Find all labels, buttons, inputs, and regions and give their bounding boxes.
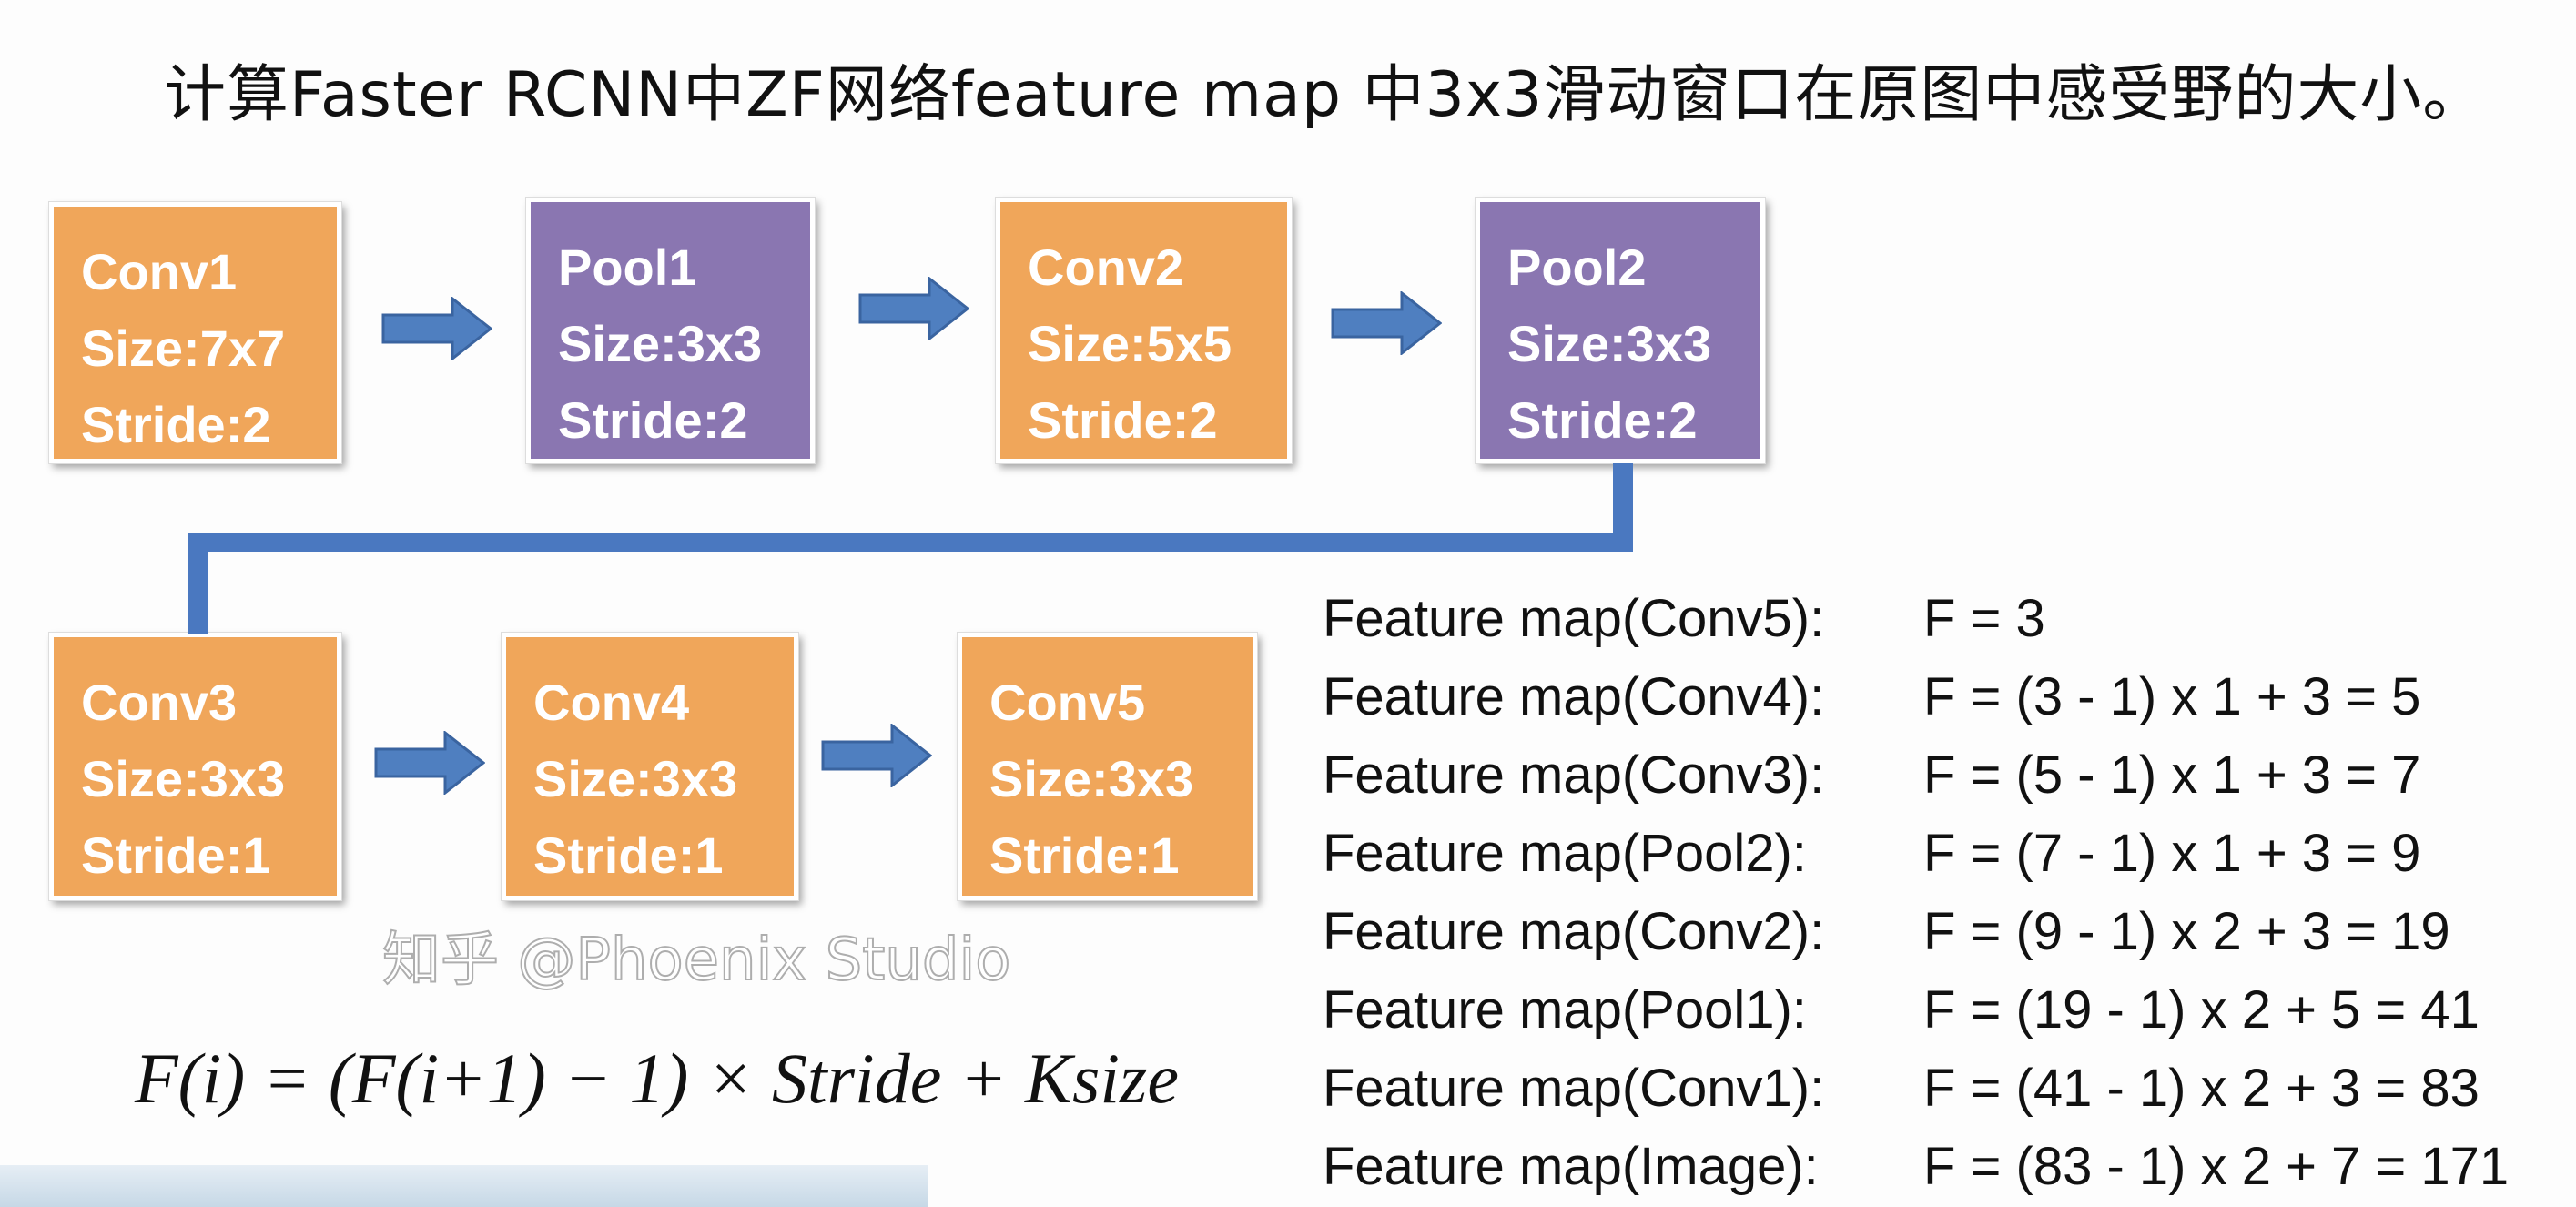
calc-label: Feature map(Pool1): (1323, 980, 1807, 1040)
calc-label: Feature map(Conv4): (1323, 667, 1825, 726)
layer-size: Size:3x3 (558, 315, 763, 372)
layer-stride: Stride:1 (533, 827, 724, 884)
arrow-right-icon (821, 724, 932, 787)
layer-size: Size:3x3 (989, 750, 1194, 807)
calc-label: Feature map(Conv5): (1323, 589, 1825, 648)
calculation-row: Feature map(Image): F = (83 - 1) x 2 + 7 … (1323, 1135, 2509, 1199)
layer-name: Conv5 (989, 674, 1146, 731)
page-title: 计算Faster RCNN中ZF网络feature map 中3x3滑动窗口在原… (164, 59, 2486, 131)
calc-expression: F = (83 - 1) x 2 + 7 = 171 (1923, 1137, 2510, 1196)
receptive-field-formula: F(i) = (F(i+1) − 1) × Stride + Ksize (135, 1039, 1179, 1118)
layer-stride: Stride:2 (81, 396, 271, 453)
slide-footer-decoration (0, 1165, 928, 1207)
calc-label: Feature map(Conv1): (1323, 1059, 1825, 1118)
layer-size: Size:3x3 (81, 750, 286, 807)
calc-label: Feature map(Image): (1323, 1137, 1819, 1196)
layer-name: Pool1 (558, 238, 697, 296)
layer-name: Conv2 (1028, 238, 1184, 296)
connector-line (188, 533, 208, 634)
calc-expression: F = (3 - 1) x 1 + 3 = 5 (1923, 667, 2421, 726)
layer-name: Conv4 (533, 674, 690, 731)
calculation-row: Feature map(Conv1): F = (41 - 1) x 2 + 3 … (1323, 1057, 2480, 1121)
layer-size: Size:3x3 (1507, 315, 1712, 372)
calculation-row: Feature map(Conv3): F = (5 - 1) x 1 + 3 =… (1323, 744, 2420, 807)
layer-stride: Stride:2 (558, 391, 748, 449)
calc-expression: F = (41 - 1) x 2 + 3 = 83 (1923, 1059, 2480, 1118)
layer-stride: Stride:2 (1507, 391, 1698, 449)
calculation-row: Feature map(Conv2): F = (9 - 1) x 2 + 3 =… (1323, 900, 2450, 964)
calc-expression: F = (9 - 1) x 2 + 3 = 19 (1923, 902, 2450, 961)
arrow-right-icon (374, 731, 485, 795)
calc-label: Feature map(Conv3): (1323, 746, 1825, 805)
layer-name: Pool2 (1507, 238, 1647, 296)
watermark: 知乎 @Phoenix Studio (381, 926, 1011, 995)
arrow-right-icon (381, 297, 492, 360)
arrow-right-icon (1331, 291, 1442, 355)
calc-expression: F = 3 (1923, 589, 2045, 648)
calculation-row: Feature map(Conv5): F = 3 (1323, 587, 2045, 651)
layer-size: Size:3x3 (533, 750, 738, 807)
layer-size: Size:5x5 (1028, 315, 1232, 372)
arrow-right-icon (858, 277, 969, 340)
calculation-row: Feature map(Conv4): F = (3 - 1) x 1 + 3 =… (1323, 665, 2420, 729)
layer-size: Size:7x7 (81, 320, 286, 377)
calc-label: Feature map(Conv2): (1323, 902, 1825, 961)
layer-name: Conv3 (81, 674, 238, 731)
calc-expression: F = (5 - 1) x 1 + 3 = 7 (1923, 746, 2421, 805)
calc-expression: F = (19 - 1) x 2 + 5 = 41 (1923, 980, 2480, 1040)
calculation-row: Feature map(Pool1): F = (19 - 1) x 2 + 5 … (1323, 979, 2480, 1042)
layer-stride: Stride:1 (81, 827, 271, 884)
layer-name: Conv1 (81, 243, 238, 300)
connector-line (188, 533, 1633, 552)
calculation-row: Feature map(Pool2): F = (7 - 1) x 1 + 3 =… (1323, 822, 2420, 886)
layer-stride: Stride:2 (1028, 391, 1218, 449)
connector-line (1613, 463, 1633, 551)
calc-label: Feature map(Pool2): (1323, 824, 1807, 883)
calc-expression: F = (7 - 1) x 1 + 3 = 9 (1923, 824, 2421, 883)
layer-stride: Stride:1 (989, 827, 1180, 884)
